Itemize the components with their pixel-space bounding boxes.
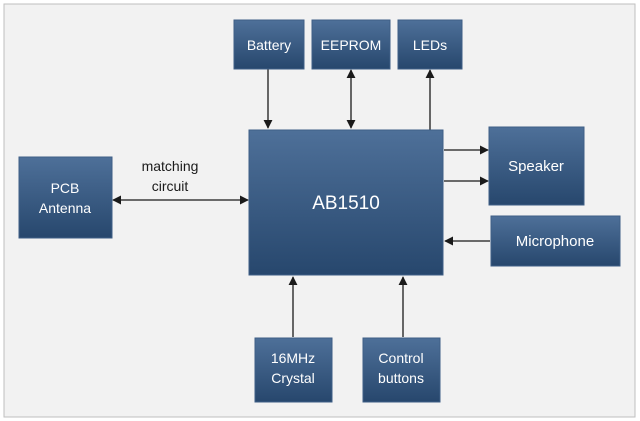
leds-block: LEDs bbox=[397, 19, 463, 70]
control-buttons-block: Control buttons bbox=[362, 337, 441, 403]
speaker-label: Speaker bbox=[508, 158, 564, 175]
pcb-antenna-label-line2: Antenna bbox=[39, 200, 91, 216]
matching-circuit-label-line1: matching bbox=[142, 158, 199, 174]
control-buttons-label-line2: buttons bbox=[378, 370, 424, 386]
speaker-block: Speaker bbox=[488, 126, 585, 206]
crystal-block: 16MHz Crystal bbox=[254, 337, 333, 403]
microphone-block: Microphone bbox=[490, 215, 621, 267]
ab1510-chip-block: AB1510 bbox=[248, 129, 444, 276]
matching-circuit-label-line2: circuit bbox=[152, 178, 189, 194]
eeprom-block: EEPROM bbox=[311, 19, 391, 70]
pcb-antenna-block: PCB Antenna bbox=[18, 156, 113, 239]
microphone-label: Microphone bbox=[516, 233, 594, 250]
connections bbox=[112, 69, 490, 337]
eeprom-label: EEPROM bbox=[321, 37, 382, 53]
pcb-antenna-label-line1: PCB bbox=[51, 180, 80, 196]
battery-label: Battery bbox=[247, 37, 291, 53]
crystal-label-line1: 16MHz bbox=[271, 350, 315, 366]
control-buttons-label-line1: Control bbox=[378, 350, 423, 366]
ab1510-label: AB1510 bbox=[312, 193, 380, 214]
leds-label: LEDs bbox=[413, 37, 447, 53]
crystal-label-line2: Crystal bbox=[271, 370, 315, 386]
battery-block: Battery bbox=[233, 19, 305, 70]
